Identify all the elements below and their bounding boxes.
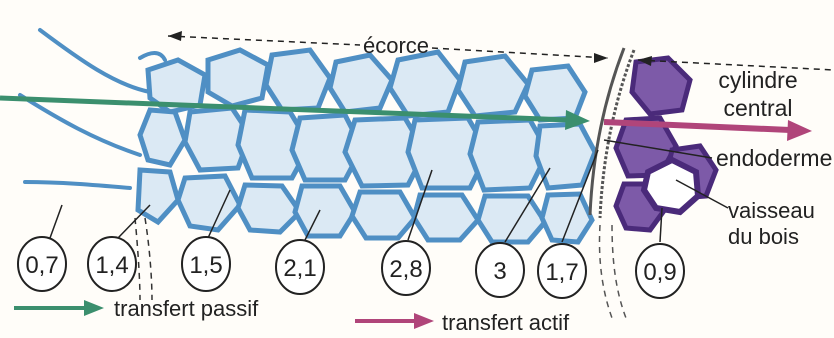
value-0: 0,7	[25, 252, 58, 279]
cortex-cell	[414, 195, 478, 240]
value-6: 1,7	[545, 259, 578, 286]
value-2: 1,5	[189, 252, 222, 279]
ecorce-label: écorce	[363, 33, 429, 58]
cortex-cell	[525, 66, 585, 120]
value-1: 1,4	[95, 252, 128, 279]
cylindre-label-line1: cylindre	[718, 67, 797, 93]
legend-passif-label: transfert passif	[114, 296, 259, 321]
cortex-cell	[478, 196, 545, 242]
vaisseau-label-line1: vaisseau	[728, 198, 815, 223]
cortex-cell	[295, 186, 355, 236]
vaisseau-label-line2: du bois	[728, 224, 799, 249]
vessel-shape	[644, 160, 698, 212]
cortex-cell	[208, 50, 268, 106]
cortex-cell	[352, 192, 415, 238]
endoderme-label: endoderme	[716, 145, 832, 171]
value-5: 3	[493, 258, 506, 285]
xylem-vessel	[644, 160, 698, 212]
value-7: 0,9	[643, 259, 676, 286]
legend-actif-label: transfert actif	[442, 310, 570, 335]
cortex-cell	[542, 194, 592, 242]
cylindre-label-line2: central	[723, 95, 792, 121]
value-4: 2,8	[389, 256, 422, 283]
cortex-cells	[138, 50, 595, 242]
value-3: 2,1	[283, 255, 316, 282]
